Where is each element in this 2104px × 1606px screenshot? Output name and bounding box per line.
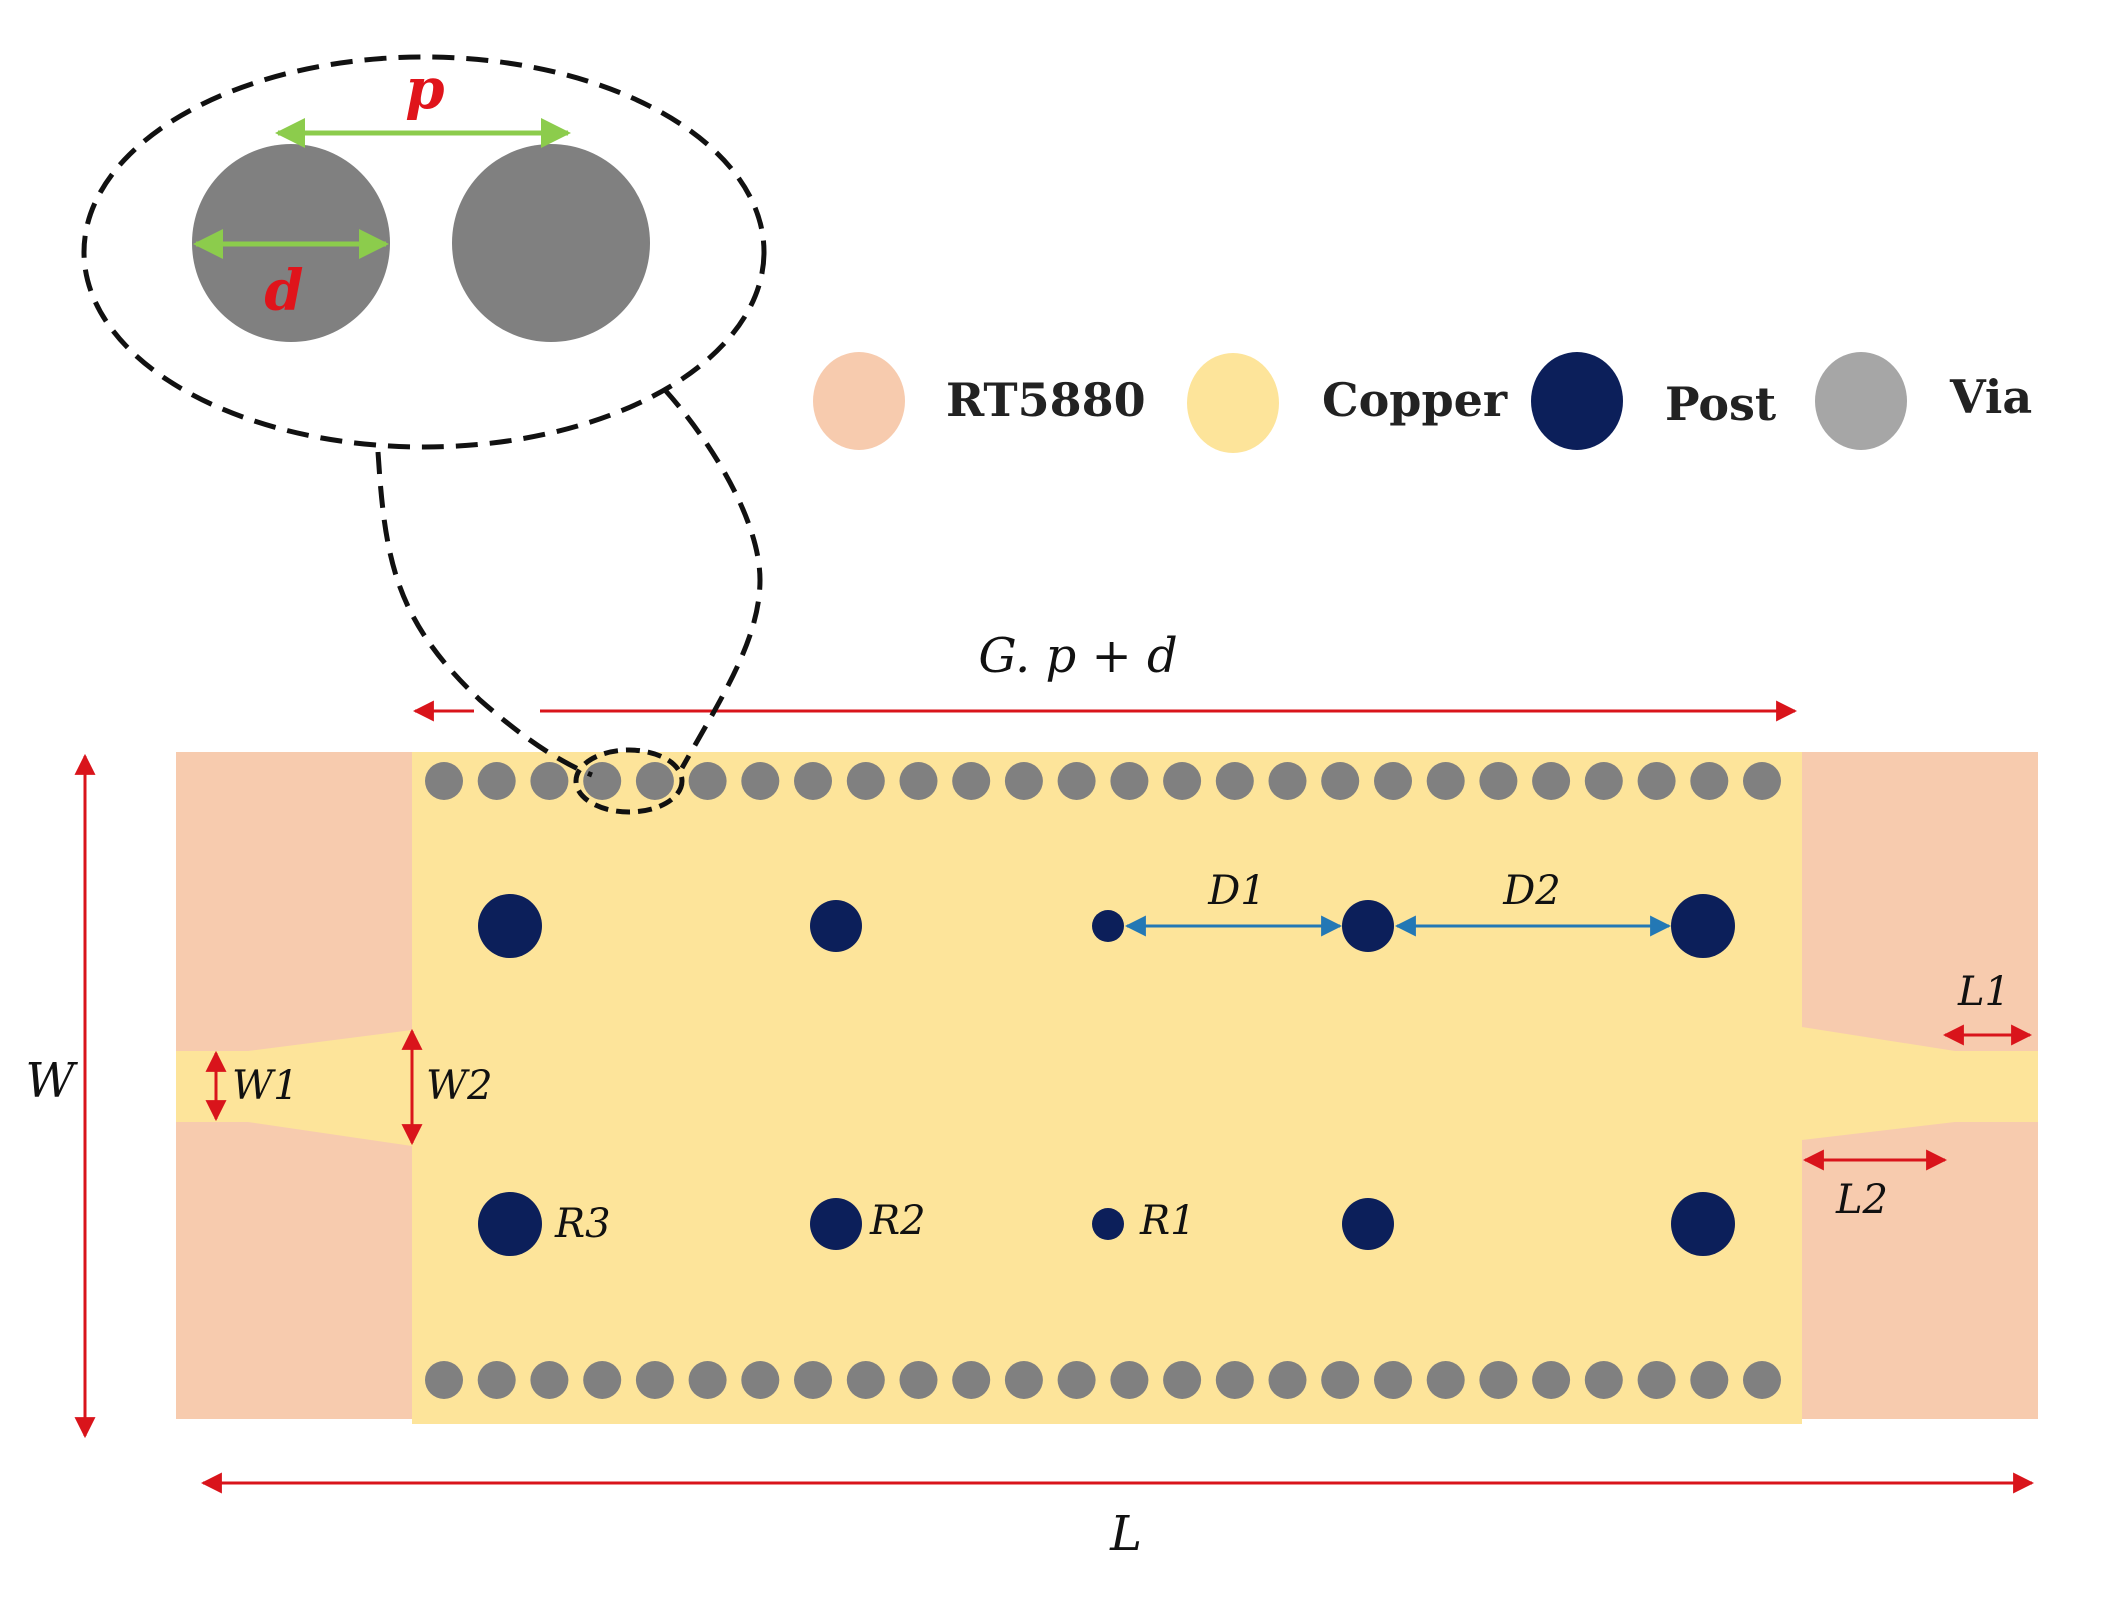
via: [477, 762, 516, 800]
via: [635, 762, 674, 800]
zoom-via-right: [452, 144, 650, 342]
legend-swatch-via: [1815, 352, 1907, 450]
copper-feed-right: [1802, 1027, 2038, 1140]
via: [1163, 1361, 1202, 1399]
via: [477, 1361, 516, 1399]
via: [1057, 1361, 1096, 1399]
post: [1671, 894, 1735, 958]
via: [899, 762, 938, 800]
r2-label: R2: [869, 1198, 926, 1244]
d-label: d: [264, 258, 303, 324]
via: [425, 762, 463, 800]
r3-label: R3: [554, 1201, 611, 1247]
via: [741, 1361, 780, 1399]
zoom-callout-ellipse: [81, 54, 767, 450]
legend: RT5880 Copper Post Via: [813, 352, 2032, 453]
via: [1690, 1361, 1729, 1399]
via: [1637, 1361, 1676, 1399]
via: [530, 762, 569, 800]
p-label: p: [405, 56, 444, 122]
via: [1374, 1361, 1412, 1399]
via: [1163, 762, 1202, 800]
legend-label-post: Post: [1665, 377, 1777, 431]
via: [1426, 1361, 1465, 1399]
via: [952, 762, 991, 800]
via: [1110, 762, 1149, 800]
via: [1532, 762, 1571, 800]
via: [1479, 1361, 1518, 1399]
via: [846, 762, 885, 800]
via: [583, 1361, 622, 1399]
via: [1532, 1361, 1571, 1399]
zoom-connector-left: [375, 451, 593, 778]
post: [478, 1192, 542, 1256]
via: [635, 1361, 674, 1399]
l2-label: L2: [1835, 1177, 1888, 1223]
via: [583, 762, 622, 800]
gp-d-label: G. p + d: [978, 628, 1177, 684]
r1-label: R1: [1139, 1198, 1196, 1244]
via: [899, 1361, 938, 1399]
legend-swatch-copper: [1187, 353, 1279, 453]
post: [1092, 1208, 1124, 1240]
d2-label: D2: [1502, 868, 1561, 914]
post: [1342, 900, 1394, 952]
l-label: L: [1109, 1506, 1142, 1562]
via: [794, 1361, 832, 1399]
via: [1374, 762, 1412, 800]
via: [1743, 1361, 1781, 1399]
legend-label-rt5880: RT5880: [946, 373, 1146, 427]
via: [688, 762, 727, 800]
via-row-bottom: [425, 1361, 1781, 1399]
via: [1321, 762, 1360, 800]
post: [1671, 1192, 1735, 1256]
legend-label-copper: Copper: [1322, 373, 1508, 427]
post: [478, 894, 542, 958]
zoom-source-ellipse: [573, 747, 685, 815]
via: [1215, 762, 1254, 800]
legend-swatch-rt5880: [813, 352, 905, 450]
copper-cavity: [412, 752, 1802, 1424]
via: [530, 1361, 569, 1399]
via: [952, 1361, 991, 1399]
via: [1215, 1361, 1254, 1399]
via: [1268, 1361, 1307, 1399]
via: [425, 1361, 463, 1399]
d1-label: D1: [1207, 868, 1266, 914]
via: [794, 762, 832, 800]
via: [1426, 762, 1465, 800]
w-label: W: [25, 1053, 78, 1109]
w2-label: W2: [426, 1063, 493, 1109]
via: [688, 1361, 727, 1399]
post: [810, 1198, 862, 1250]
via: [1479, 762, 1518, 800]
via: [846, 1361, 885, 1399]
via-row-top: [425, 762, 1781, 800]
copper-feed-left: [176, 1030, 412, 1146]
via: [1690, 762, 1729, 800]
legend-label-via: Via: [1949, 370, 2032, 424]
legend-swatch-post: [1531, 352, 1623, 450]
via: [1057, 762, 1096, 800]
zoom-connector-right: [663, 388, 763, 770]
w1-label: W1: [232, 1063, 299, 1109]
via: [1321, 1361, 1360, 1399]
post: [810, 900, 862, 952]
via: [741, 762, 780, 800]
via: [1637, 762, 1676, 800]
post: [1342, 1198, 1394, 1250]
via: [1743, 762, 1781, 800]
via: [1268, 762, 1307, 800]
via: [1004, 1361, 1043, 1399]
via: [1584, 1361, 1623, 1399]
post: [1092, 910, 1124, 942]
via: [1004, 762, 1043, 800]
l1-label: L1: [1957, 969, 2010, 1015]
via: [1584, 762, 1623, 800]
via: [1110, 1361, 1149, 1399]
